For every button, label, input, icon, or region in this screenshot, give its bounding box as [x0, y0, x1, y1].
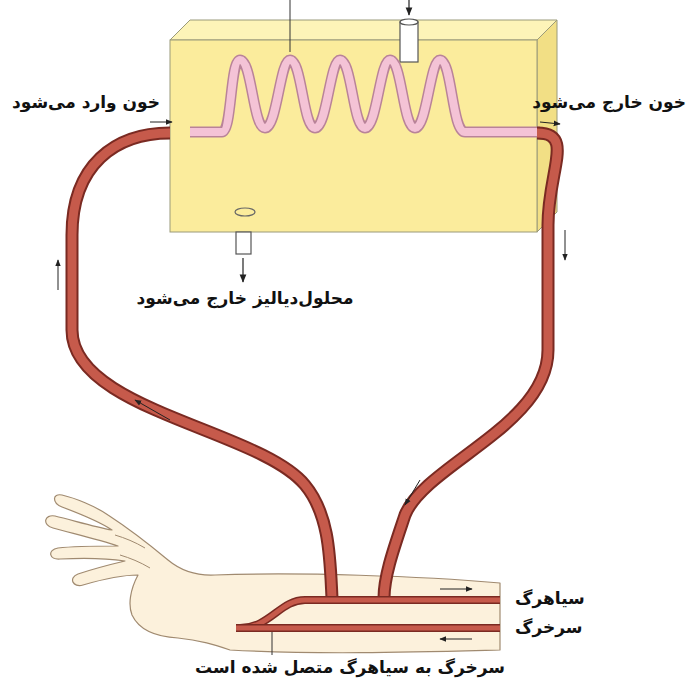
leader-line [290, 0, 291, 52]
text-label: محلول‌دیالیز خارج می‌شود [137, 288, 354, 308]
text-label: سرخرگ به سیاهرگ متصل شده است [195, 657, 505, 677]
leader-line [272, 632, 273, 655]
dialyser-box [170, 20, 557, 232]
text-label: سرخرگ [515, 617, 583, 637]
outlet-pipe [236, 232, 251, 282]
drain-hole [235, 208, 255, 216]
dialysis-coil [190, 60, 540, 132]
text-label: سیاهرگ [515, 588, 585, 608]
inlet-pipe [400, 0, 418, 62]
blood-hoses [58, 122, 565, 598]
blood-vessels [236, 589, 500, 655]
text-label: خون وارد می‌شود [12, 92, 160, 112]
forearm [46, 495, 500, 653]
text-label: خون خارج می‌شود [532, 92, 686, 112]
box-top [170, 20, 557, 40]
